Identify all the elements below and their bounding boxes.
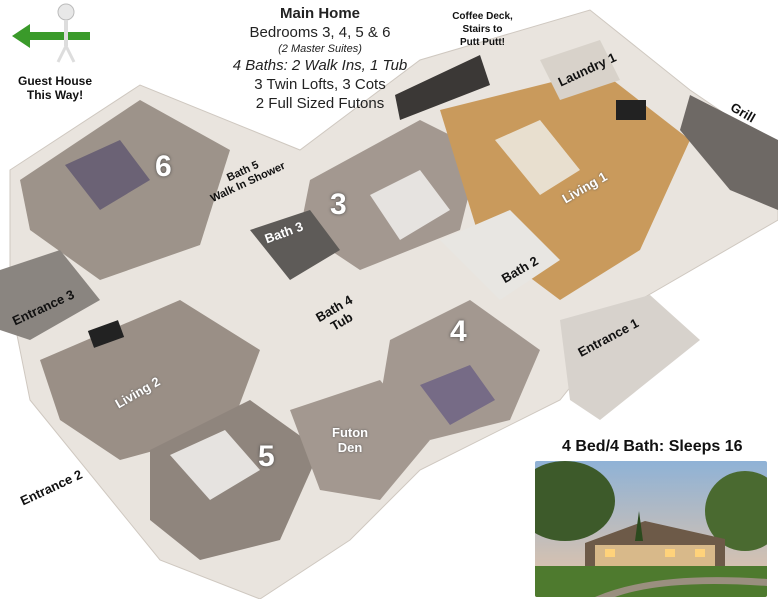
entrance-1-steps xyxy=(560,295,700,420)
label-line: Futon xyxy=(332,425,369,440)
main-home-summary: Main Home Bedrooms 3, 4, 5 & 6 (2 Master… xyxy=(200,4,440,113)
stick-figure-arrow-icon xyxy=(12,3,96,63)
bath-2-floor xyxy=(440,210,560,300)
bedroom-6-label: 6 xyxy=(155,150,172,183)
summary-lofts: 3 Twin Lofts, 3 Cots xyxy=(254,76,386,93)
bed-4 xyxy=(420,365,495,425)
label-line: Den xyxy=(337,440,363,455)
summary-title: Main Home xyxy=(279,5,360,22)
bedroom-5-label: 5 xyxy=(258,440,275,473)
summary-futons: 2 Full Sized Futons xyxy=(255,95,385,112)
photo-caption: 4 Bed/4 Bath: Sleeps 16 xyxy=(562,438,743,455)
tv-living-1 xyxy=(616,100,646,120)
coffee-deck-note: Coffee Deck, Stairs to Putt Putt! xyxy=(445,10,520,49)
laundry-floor xyxy=(540,40,620,100)
futon-den-label: Futon Den xyxy=(332,425,368,455)
guest-house-note: Guest House This Way! xyxy=(10,74,100,102)
tv-living-2 xyxy=(87,320,125,348)
bedroom-4-label: 4 xyxy=(450,315,467,348)
bed-3 xyxy=(370,170,450,240)
futon-den-floor xyxy=(290,380,430,500)
house-photo-image xyxy=(535,461,767,597)
kitchen-island xyxy=(495,120,580,195)
bedroom-3-label: 3 xyxy=(330,188,347,221)
summary-baths: 4 Baths: 2 Walk Ins, 1 Tub xyxy=(232,57,408,74)
note-line: Putt Putt! xyxy=(460,37,505,48)
bed-6 xyxy=(65,140,150,210)
summary-bedrooms: Bedrooms 3, 4, 5 & 6 xyxy=(249,24,391,41)
bath-3-floor xyxy=(250,210,340,280)
entrance-3-deck xyxy=(0,250,100,340)
guest-house-arrow xyxy=(10,2,96,66)
summary-suites: (2 Master Suites) xyxy=(278,43,362,55)
note-line: Guest House xyxy=(17,74,92,88)
note-line: This Way! xyxy=(26,88,84,102)
note-line: Stairs to xyxy=(462,24,503,35)
coffee-deck xyxy=(395,55,490,120)
grill-deck xyxy=(680,95,778,210)
bed-5 xyxy=(170,430,260,500)
house-exterior-photo xyxy=(535,461,767,597)
note-line: Coffee Deck, xyxy=(452,11,513,22)
